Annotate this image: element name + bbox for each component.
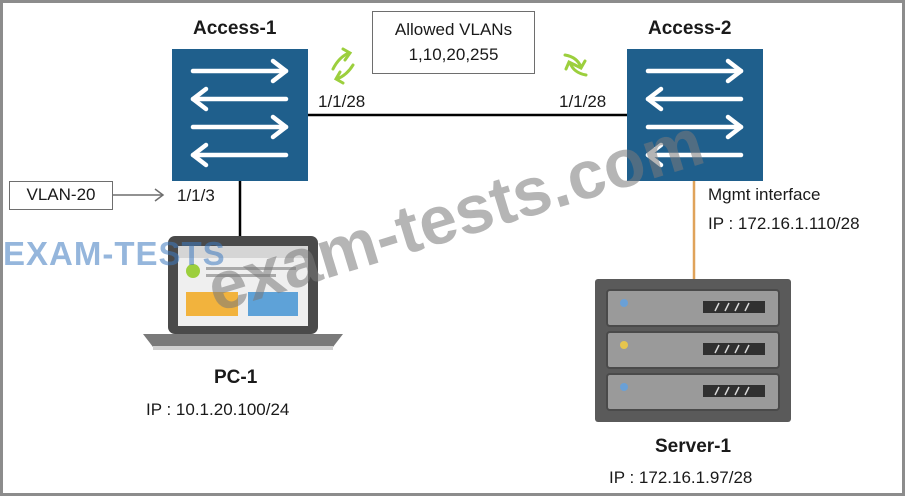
server1-title: Server-1	[655, 436, 732, 457]
exchange-arrows-icon	[331, 47, 355, 85]
laptop-icon	[143, 236, 343, 350]
access2-uplink-port: 1/1/28	[559, 92, 607, 111]
allowed-vlans-box: Allowed VLANs 1,10,20,255	[372, 11, 535, 74]
mgmt-interface-label: Mgmt interface	[708, 185, 821, 204]
access1-title: Access-1	[193, 18, 277, 39]
access2-switch-icon	[627, 49, 763, 181]
vlan-tag-box: VLAN-20	[9, 181, 113, 210]
pc1-ip: IP : 10.1.20.100/24	[146, 400, 290, 419]
server1-ip: IP : 172.16.1.97/28	[609, 468, 753, 487]
mgmt-ip-label: IP : 172.16.1.110/28	[708, 214, 860, 233]
access1-switch-icon	[172, 49, 308, 181]
access1-uplink-port: 1/1/28	[318, 92, 366, 111]
pc1-title: PC-1	[214, 367, 258, 388]
allowed-vlans-list: 1,10,20,255	[408, 45, 499, 64]
diagram-graphics	[113, 47, 791, 422]
access2-title: Access-2	[648, 18, 732, 39]
allowed-vlans-title: Allowed VLANs	[394, 20, 513, 39]
exchange-arrows-icon	[563, 53, 588, 77]
vlan-tag-arrow	[113, 188, 165, 202]
server-icon	[595, 279, 791, 422]
access1-pc-port: 1/1/3	[177, 186, 215, 205]
